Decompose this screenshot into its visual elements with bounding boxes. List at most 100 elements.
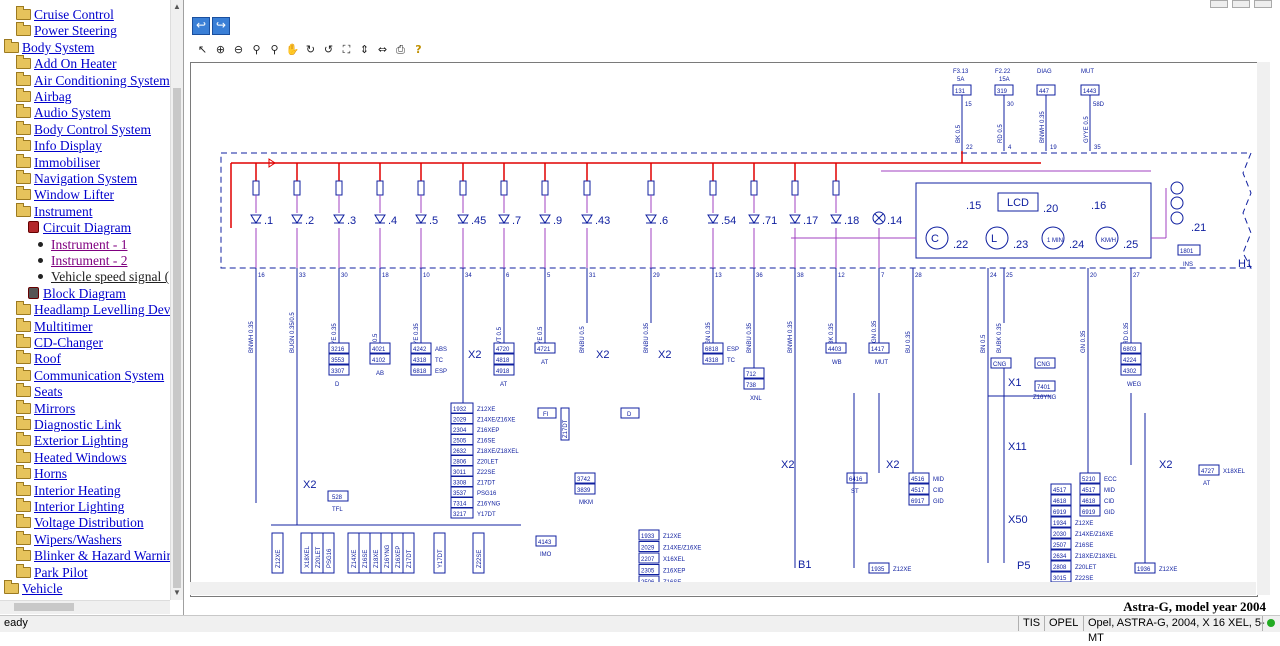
tree-item[interactable]: Info Display bbox=[16, 137, 102, 154]
diagram-label: 2634 bbox=[1053, 554, 1067, 560]
tree-item[interactable]: Air Conditioning System bbox=[16, 71, 170, 89]
tree-item[interactable]: Body System bbox=[4, 38, 94, 56]
rotate-right-icon[interactable]: ↻ bbox=[305, 43, 316, 56]
tree-item[interactable]: Blinker & Hazard Warnin bbox=[16, 547, 173, 564]
tree-item[interactable]: Audio System bbox=[16, 104, 111, 121]
diagram-label: Z16YNG bbox=[1033, 395, 1057, 401]
diagram-horizontal-scrollbar[interactable] bbox=[190, 582, 1256, 595]
diagram-label: X2 bbox=[468, 349, 481, 361]
tree-item[interactable]: Immobiliser bbox=[16, 153, 100, 171]
zoom-in-icon[interactable]: ⊕ bbox=[215, 43, 226, 56]
tree-item[interactable]: Instrument - 1 bbox=[38, 237, 128, 253]
diagram-label: 1 MIN bbox=[1047, 238, 1063, 244]
diagram-label: X50 bbox=[1008, 514, 1028, 526]
diagram-label: TC bbox=[435, 358, 444, 364]
tree-item-label: Horns bbox=[34, 466, 67, 482]
tree-item[interactable]: Diagnostic Link bbox=[16, 416, 121, 433]
fit-height-icon[interactable]: ⇕ bbox=[359, 43, 370, 56]
tree-item[interactable]: Cruise Control bbox=[16, 6, 114, 23]
tree-item[interactable]: Headlamp Levelling Devi bbox=[16, 301, 174, 318]
scroll-down-icon[interactable]: ▼ bbox=[173, 588, 181, 597]
maximize-icon[interactable] bbox=[1232, 0, 1250, 8]
tree-item[interactable]: Wipers/Washers bbox=[16, 530, 122, 548]
diagram-label: X2 bbox=[781, 459, 794, 471]
code-box bbox=[1079, 505, 1101, 517]
tree-item[interactable]: Interior Heating bbox=[16, 481, 121, 499]
tree-item[interactable]: Roof bbox=[16, 350, 61, 367]
pan-hand-icon[interactable]: ✋ bbox=[285, 43, 300, 56]
tree-scroll-thumb[interactable] bbox=[173, 88, 181, 588]
forward-arrow-icon[interactable]: ↪ bbox=[212, 17, 230, 35]
diagram-label: 319 bbox=[997, 89, 1008, 95]
help-icon[interactable]: ? bbox=[415, 43, 422, 56]
tree-item[interactable]: Window Lifter bbox=[16, 186, 114, 203]
tree-item-label: CD-Changer bbox=[34, 335, 103, 350]
diagram-label: 2305 bbox=[641, 569, 655, 575]
diagram-label: IMO bbox=[540, 552, 552, 558]
diagram-label: 3217 bbox=[453, 512, 467, 518]
fit-width-icon[interactable]: ⇔ bbox=[377, 43, 388, 56]
tree-item-label: Power Steering bbox=[34, 23, 117, 39]
diagram-label: Z20LET bbox=[316, 546, 322, 568]
pointer-icon[interactable]: ↖ bbox=[197, 43, 208, 56]
diagram-label: 7314 bbox=[453, 502, 467, 508]
diagram-label: 29 bbox=[653, 273, 660, 279]
diagram-label: GID bbox=[1104, 510, 1115, 516]
scroll-up-icon[interactable]: ▲ bbox=[173, 2, 181, 11]
resistor bbox=[541, 180, 549, 196]
tree-item[interactable]: Park Pilot bbox=[16, 563, 88, 581]
diagram-vertical-scrollbar[interactable] bbox=[1257, 62, 1270, 595]
tree-item[interactable]: Vehicle bbox=[4, 580, 62, 597]
tree-hscroll-thumb[interactable] bbox=[14, 603, 74, 611]
tree-item[interactable]: Power Steering bbox=[16, 22, 117, 39]
tree-item[interactable]: Voltage Distribution bbox=[16, 514, 144, 531]
rotate-left-icon[interactable]: ↺ bbox=[323, 43, 334, 56]
engine-column bbox=[271, 532, 284, 574]
back-arrow-icon[interactable]: ↩ bbox=[192, 17, 210, 35]
diagram-label: .14 bbox=[887, 215, 902, 227]
resistor bbox=[583, 180, 591, 196]
print-icon[interactable]: ⎙ bbox=[396, 42, 405, 56]
diagram-label: Z16XEP bbox=[396, 546, 402, 568]
tree-vertical-scrollbar[interactable]: ▲ ▼ bbox=[170, 0, 183, 600]
tree-item[interactable]: Seats bbox=[16, 383, 63, 400]
diagram-label: BNBU 0.35 bbox=[644, 322, 650, 353]
diagram-label: LCD bbox=[1007, 197, 1029, 209]
diagram-label: L bbox=[991, 233, 997, 245]
tree-item[interactable]: Circuit Diagram bbox=[28, 220, 131, 236]
tree-horizontal-scrollbar[interactable] bbox=[0, 600, 170, 614]
tree-item[interactable]: Multitimer bbox=[16, 317, 93, 335]
tree-item[interactable]: Communication System bbox=[16, 366, 164, 384]
tree-item[interactable]: Exterior Lighting bbox=[16, 432, 128, 449]
diagram-label: 4618 bbox=[1053, 499, 1067, 505]
diagram-label: Z16YNG bbox=[477, 502, 501, 508]
tree-item[interactable]: Interior Lighting bbox=[16, 498, 124, 515]
tree-item[interactable]: CD-Changer bbox=[16, 334, 103, 351]
zoom-area-icon[interactable]: ⚲ bbox=[270, 43, 279, 56]
minimize-icon[interactable] bbox=[1210, 0, 1228, 8]
code-box bbox=[493, 364, 515, 376]
diagram-label: 4721 bbox=[537, 347, 551, 353]
tree-item[interactable]: Airbag bbox=[16, 88, 72, 105]
zoom-icon[interactable]: ⚲ bbox=[252, 43, 261, 56]
close-icon[interactable] bbox=[1254, 0, 1272, 8]
gauge-icon bbox=[1095, 226, 1119, 250]
tree-item[interactable]: Block Diagram bbox=[28, 286, 126, 302]
diagram-label: BNBU 0.35 bbox=[747, 322, 753, 353]
fit-page-icon[interactable]: ⛶ bbox=[342, 42, 351, 56]
resistor bbox=[459, 180, 467, 196]
diagram-label: 6 bbox=[506, 273, 510, 279]
tree-item[interactable]: Vehicle speed signal ( bbox=[38, 269, 169, 285]
tree-item[interactable]: Instrument bbox=[16, 202, 93, 220]
tree-item[interactable]: Heated Windows bbox=[16, 448, 127, 466]
tree-item[interactable]: Mirrors bbox=[16, 399, 75, 417]
diagram-label: 28 bbox=[915, 273, 922, 279]
zoom-out-icon[interactable]: ⊖ bbox=[233, 43, 244, 56]
tree-item[interactable]: Body Control System bbox=[16, 120, 151, 138]
tree-item[interactable]: Horns bbox=[16, 465, 67, 482]
tree-item[interactable]: Add On Heater bbox=[16, 55, 116, 72]
tree-item[interactable]: Instrument - 2 bbox=[38, 253, 128, 269]
diagram-label: BNVT 0.5 bbox=[497, 326, 503, 353]
tree-item[interactable]: Navigation System bbox=[16, 170, 137, 187]
